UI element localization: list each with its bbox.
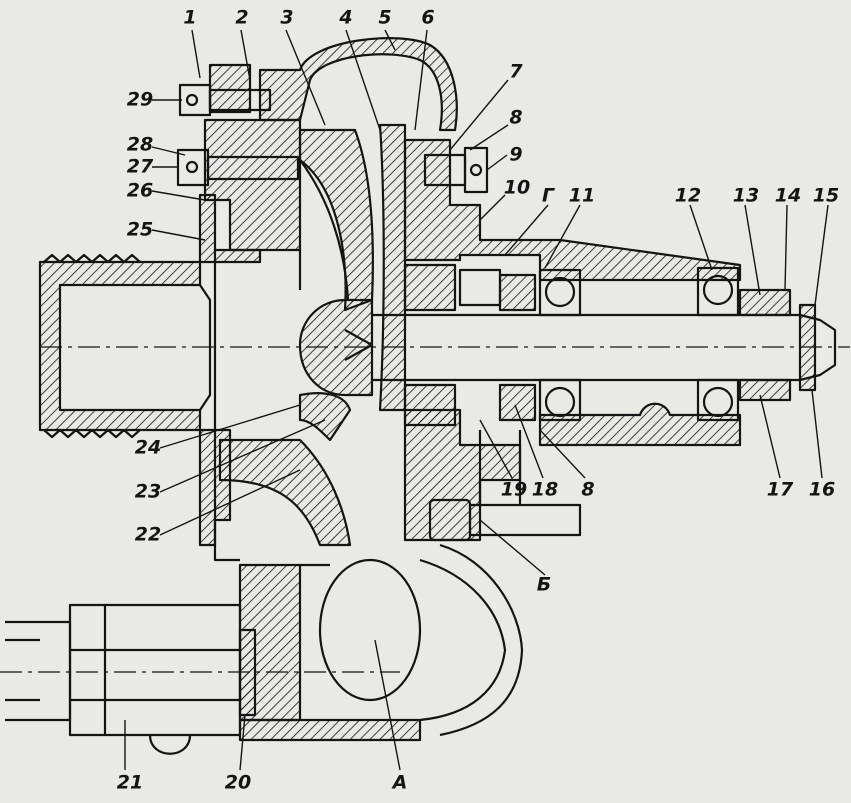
callout-6: 6 <box>421 6 435 29</box>
callout-14: 14 <box>774 184 802 207</box>
bearing-housing <box>403 138 742 542</box>
inlet-pipe <box>38 253 212 439</box>
drain-bolt <box>428 430 582 542</box>
callout-2: 2 <box>235 6 249 29</box>
callout-19: 19 <box>500 478 528 501</box>
callout-1: 1 <box>183 6 197 29</box>
callout-10: 10 <box>503 176 531 199</box>
callout-17: 17 <box>766 478 794 501</box>
callout-13: 13 <box>732 184 760 207</box>
leader-lines <box>124 29 829 771</box>
callout-27: 27 <box>126 155 154 178</box>
callout-24: 24 <box>134 436 162 459</box>
callout-g: Г <box>541 184 555 207</box>
callout-12: 12 <box>674 184 702 207</box>
pump-shaft <box>40 313 850 382</box>
callout-8-bottom: 8 <box>581 478 595 501</box>
volute-outlet <box>238 543 524 742</box>
callout-21: 21 <box>116 771 144 794</box>
callout-7: 7 <box>509 60 523 83</box>
callout-29: 29 <box>126 88 154 111</box>
callout-25: 25 <box>126 218 154 241</box>
callout-8-top: 8 <box>509 106 523 129</box>
callout-a: А <box>392 771 408 794</box>
callout-26: 26 <box>126 179 154 202</box>
callout-22: 22 <box>134 523 162 546</box>
callout-20: 20 <box>224 771 252 794</box>
callout-23: 23 <box>134 480 162 503</box>
impeller <box>218 123 407 547</box>
callout-15: 15 <box>812 184 840 207</box>
callout-18: 18 <box>531 478 559 501</box>
cover-bolts <box>176 83 300 187</box>
callout-5: 5 <box>378 6 392 29</box>
callout-4: 4 <box>339 6 353 29</box>
callout-16: 16 <box>808 478 836 501</box>
coupling-ring <box>238 628 257 717</box>
shaft-end-nut <box>738 288 817 402</box>
callout-b: Б <box>536 573 552 596</box>
callout-3: 3 <box>280 6 294 29</box>
outlet-coupling <box>0 603 400 755</box>
seal-and-bearings <box>403 263 740 427</box>
callout-11: 11 <box>568 184 596 207</box>
callout-28: 28 <box>126 133 154 156</box>
callout-9: 9 <box>509 143 523 166</box>
